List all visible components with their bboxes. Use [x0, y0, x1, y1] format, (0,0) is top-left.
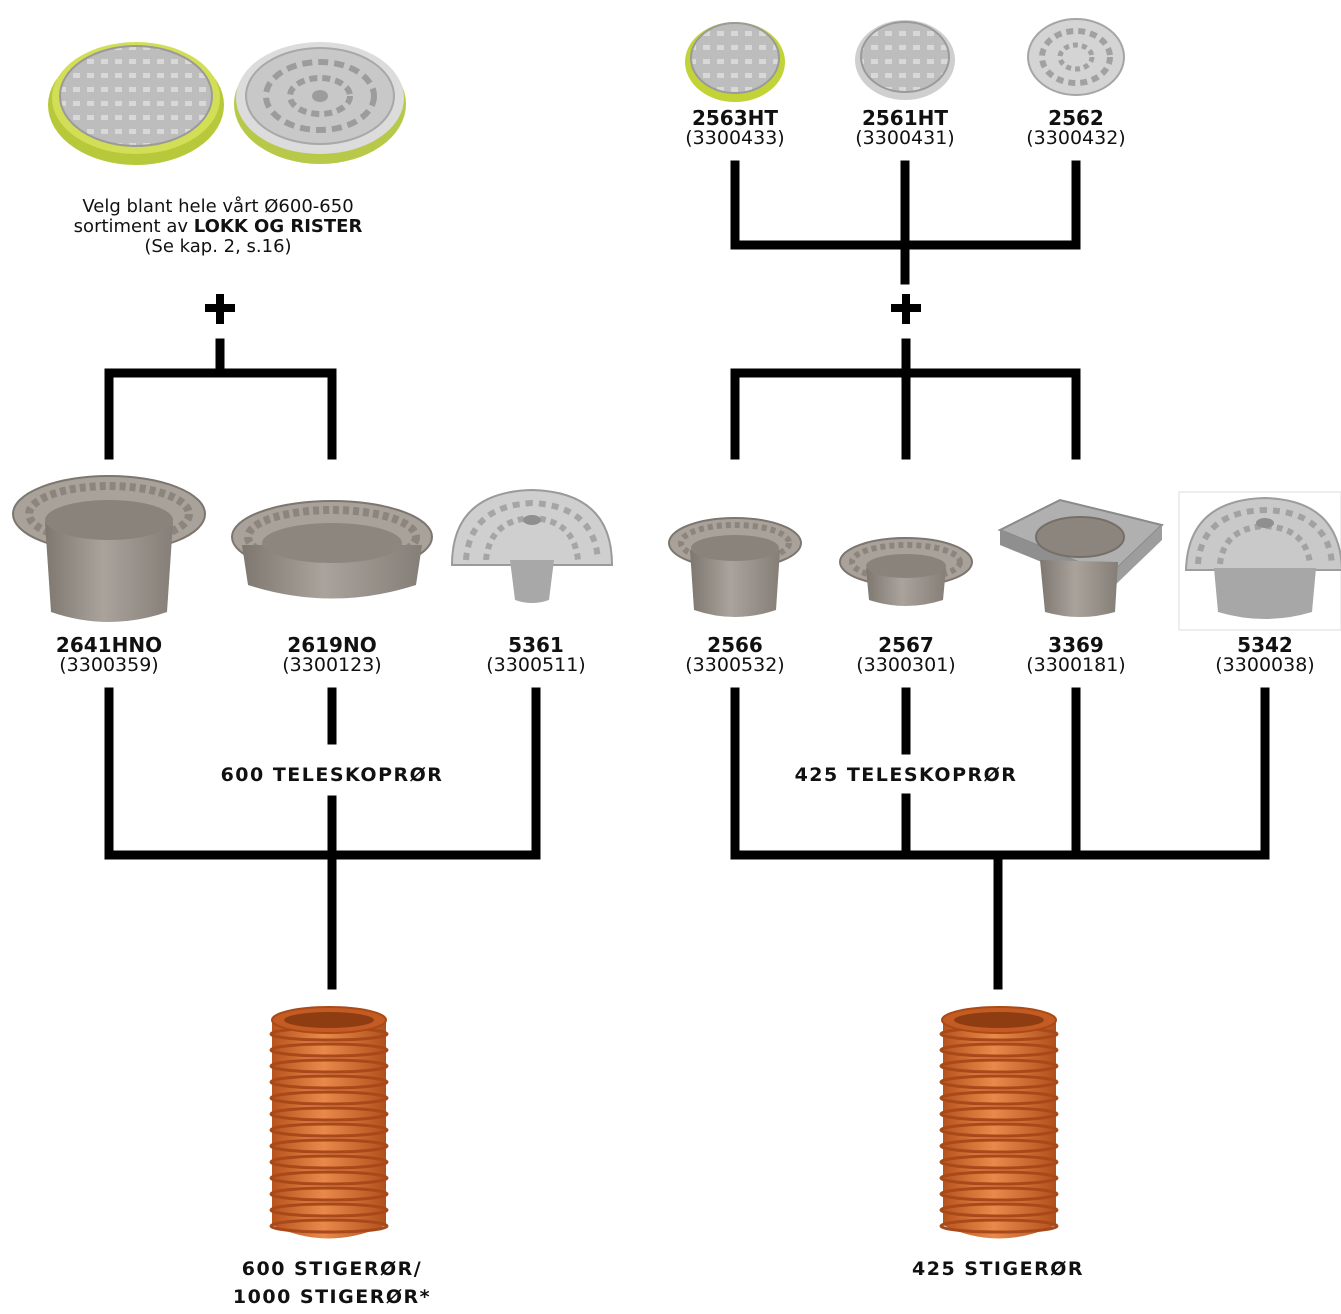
number-3300038: (3300038): [1215, 654, 1314, 676]
right-upper-connector: [730, 338, 1081, 460]
number-3300511: (3300511): [486, 654, 585, 676]
riser-rib-600: [269, 1154, 389, 1170]
number-3300432: (3300432): [1026, 127, 1125, 149]
left-lower-connector: [104, 687, 541, 990]
riser-rib-425: [939, 1154, 1059, 1170]
code-2567: 2567: [878, 633, 934, 657]
intro-line-1: Velg blant hele vårt Ø600-650: [82, 196, 353, 217]
right-top-connector: [730, 160, 1081, 285]
riser-rib-600: [269, 1090, 389, 1106]
riser-rib-600: [269, 1170, 389, 1186]
riser-rib-425: [939, 1218, 1059, 1234]
riser-label-600-line2: 1000 STIGERØR*: [233, 1286, 431, 1308]
plus-icon-left: [205, 294, 235, 324]
number-3300532: (3300532): [685, 654, 784, 676]
riser-rib-600: [269, 1042, 389, 1058]
number-3300181: (3300181): [1026, 654, 1125, 676]
number-3300359: (3300359): [59, 654, 158, 676]
code-5361: 5361: [508, 633, 564, 657]
left-upper-connector: [104, 338, 337, 460]
code-2561ht: 2561HT: [862, 106, 948, 130]
frame-image-3369: [997, 498, 1165, 617]
number-3300431: (3300431): [855, 127, 954, 149]
intro-line-2-prefix: sortiment av: [74, 216, 194, 237]
riser-rib-425: [939, 1106, 1059, 1122]
riser-rib-425: [939, 1170, 1059, 1186]
lid-image-2563ht: [685, 22, 785, 102]
riser-rib-600: [269, 1106, 389, 1122]
riser-rib-425: [939, 1202, 1059, 1218]
code-2563ht: 2563HT: [692, 106, 778, 130]
plus-icon-right: [891, 294, 921, 324]
riser-rib-600: [269, 1074, 389, 1090]
riser-pipe-image-600: [269, 1006, 389, 1239]
riser-rib-425: [939, 1090, 1059, 1106]
number-3300123: (3300123): [282, 654, 381, 676]
riser-rib-600: [269, 1122, 389, 1138]
number-3300301: (3300301): [856, 654, 955, 676]
grate-image-2562: [1027, 18, 1125, 96]
intro-line-2: sortiment av LOKK OG RISTER: [74, 216, 363, 237]
riser-rib-425: [939, 1122, 1059, 1138]
riser-label-600-line1: 600 STIGERØR/: [242, 1258, 422, 1280]
grate-image-round: [234, 42, 406, 164]
code-2619no: 2619NO: [287, 633, 376, 657]
code-5342: 5342: [1237, 633, 1293, 657]
riser-rib-600: [269, 1186, 389, 1202]
riser-pipe-image-425: [939, 1006, 1059, 1239]
code-2562: 2562: [1048, 106, 1104, 130]
frame-image-2641hno: [12, 475, 206, 622]
frame-image-2566: [668, 517, 802, 617]
code-2566: 2566: [707, 633, 763, 657]
code-2641hno: 2641HNO: [56, 633, 162, 657]
lid-image-solid: [48, 42, 224, 165]
lid-image-2561ht: [855, 20, 955, 100]
riser-rib-425: [939, 1058, 1059, 1074]
right-lower-connector: [730, 687, 1270, 990]
grate-dome-image-5361: [450, 488, 614, 603]
riser-rib-425: [939, 1074, 1059, 1090]
number-3300433: (3300433): [685, 127, 784, 149]
riser-rib-600: [269, 1202, 389, 1218]
riser-rib-425: [939, 1186, 1059, 1202]
riser-label-425: 425 STIGERØR: [912, 1258, 1084, 1280]
riser-rib-425: [939, 1042, 1059, 1058]
riser-rib-600: [269, 1218, 389, 1234]
code-3369: 3369: [1048, 633, 1104, 657]
riser-rib-425: [939, 1138, 1059, 1154]
telescope-label-425: 425 TELESKOPRØR: [795, 764, 1018, 786]
frame-image-2567: [839, 537, 973, 606]
intro-line-3: (Se kap. 2, s.16): [144, 236, 291, 257]
telescope-label-600: 600 TELESKOPRØR: [221, 764, 444, 786]
grate-dome-image-5342: [1178, 491, 1341, 631]
intro-line-2-bold: LOKK OG RISTER: [194, 216, 363, 237]
frame-image-2619no: [231, 500, 433, 599]
riser-rib-600: [269, 1058, 389, 1074]
riser-rib-600: [269, 1138, 389, 1154]
